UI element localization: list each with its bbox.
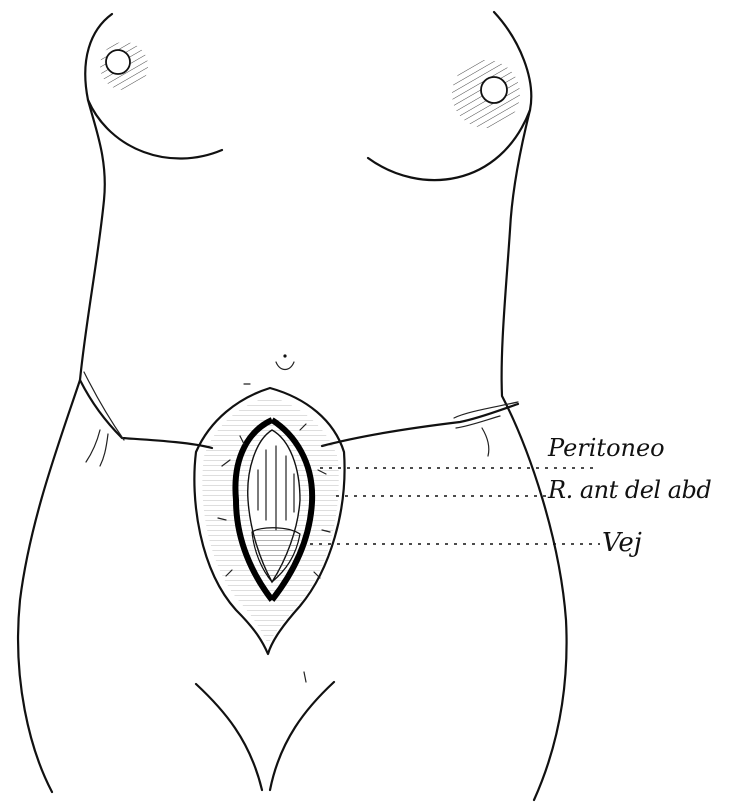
left-breast: [88, 100, 222, 159]
label-vejiga: Vej: [602, 530, 642, 556]
navel: [276, 362, 294, 370]
torso-right-outline: [494, 12, 567, 800]
groin-right: [270, 682, 334, 790]
left-nipple: [106, 50, 130, 74]
label-peritoneo: Peritoneo: [548, 436, 665, 460]
right-nipple: [481, 77, 507, 103]
label-recto-anterior: R. ant del abd: [548, 478, 711, 502]
right-retractor: [322, 404, 518, 446]
left-retractor: [80, 380, 212, 448]
groin-left: [196, 684, 262, 790]
torso-left-outline: [18, 14, 112, 792]
